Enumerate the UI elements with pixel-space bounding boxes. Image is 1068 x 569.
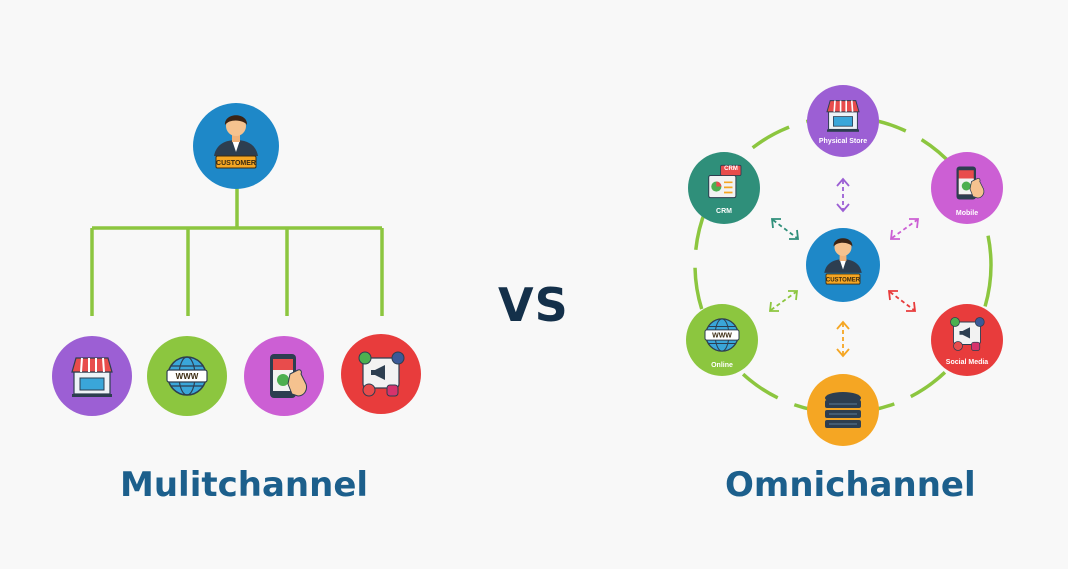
omni-online-node: WWW Online: [686, 304, 758, 376]
arrow-crm: [770, 218, 800, 240]
omni-arrows: [768, 177, 920, 358]
multi-mobile-node: [244, 336, 324, 416]
customer-badge: CUSTOMER: [216, 160, 256, 167]
arrow-store: [836, 177, 850, 213]
database-stack-icon: [824, 391, 862, 429]
omni-crm-node: CRM CRM: [688, 152, 760, 224]
label-mobile: Mobile: [956, 210, 978, 217]
label-social-media: Social Media: [946, 359, 989, 366]
multichannel-title: Mulitchannel: [120, 465, 369, 505]
label-crm: CRM: [716, 208, 732, 215]
omni-store-node: Physical Store: [807, 85, 879, 157]
multi-social-node: [341, 334, 421, 414]
multichannel-connectors: [90, 186, 384, 316]
multi-customer-node: CUSTOMER: [193, 103, 279, 189]
customer-badge: CUSTOMER: [826, 278, 861, 284]
arrow-social: [887, 290, 917, 312]
vs-label: VS: [498, 278, 569, 332]
www-text: WWW: [176, 372, 199, 381]
www-text: WWW: [712, 333, 732, 340]
storefront-icon: [71, 357, 113, 398]
multi-store-node: [52, 336, 132, 416]
omni-database-node: [807, 374, 879, 446]
arrow-database: [836, 320, 850, 358]
omni-social-node: Social Media: [931, 304, 1003, 376]
multi-web-node: WWW: [147, 336, 227, 416]
arrow-online: [768, 290, 799, 312]
omnichannel-title: Omnichannel: [725, 465, 976, 505]
crm-icon-text: CRM: [724, 166, 738, 172]
arrow-mobile: [889, 218, 920, 240]
label-physical-store: Physical Store: [819, 138, 867, 145]
omni-customer-node: CUSTOMER: [806, 228, 880, 302]
label-online: Online: [711, 362, 733, 369]
omni-mobile-node: Mobile: [931, 152, 1003, 224]
storefront-icon: [826, 99, 860, 133]
